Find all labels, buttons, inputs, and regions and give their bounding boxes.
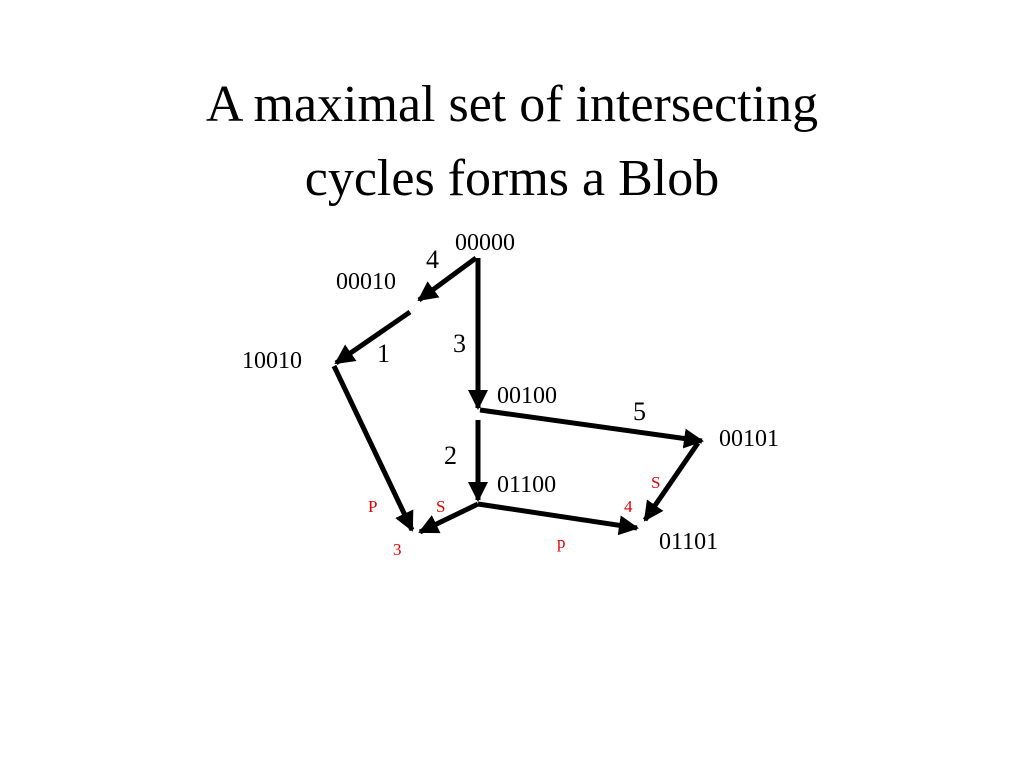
node-label-01101: 01101	[659, 529, 718, 555]
edge-label-4: 4	[426, 245, 439, 274]
edge-00100-to-00101	[479, 407, 704, 449]
edge-01100-to-01101	[477, 501, 639, 536]
annotation-p-bottom: p	[557, 533, 566, 552]
node-label-10010: 10010	[242, 348, 302, 374]
slide-title: A maximal set of intersecting cycles for…	[0, 68, 1024, 216]
edge-01100-to-3	[418, 501, 480, 535]
annotation-three: 3	[393, 540, 402, 559]
node-label-00101: 00101	[719, 426, 779, 452]
node-label-00000: 00000	[455, 230, 515, 256]
edge-label-2: 2	[444, 441, 457, 470]
edge-00010-to-10010	[334, 309, 412, 366]
edge-label-5: 5	[633, 397, 646, 426]
node-label-00100: 00100	[497, 383, 557, 409]
edge-00000-to-00010	[417, 255, 478, 303]
node-label-01100: 01100	[497, 472, 556, 498]
edge-label-1: 1	[377, 339, 390, 368]
edge-label-3: 3	[453, 329, 466, 358]
edge-10010-to-3	[331, 364, 415, 532]
annotation-four: 4	[624, 497, 633, 516]
title-line-2: cycles forms a Blob	[304, 150, 720, 207]
edge-00101-to-01101	[642, 441, 701, 522]
title-line-1: A maximal set of intersecting	[205, 76, 819, 133]
annotation-p-left: P	[368, 497, 377, 516]
node-label-00010: 00010	[336, 269, 396, 295]
annotation-s-left: S	[436, 497, 445, 516]
annotation-s-right: S	[651, 473, 660, 492]
